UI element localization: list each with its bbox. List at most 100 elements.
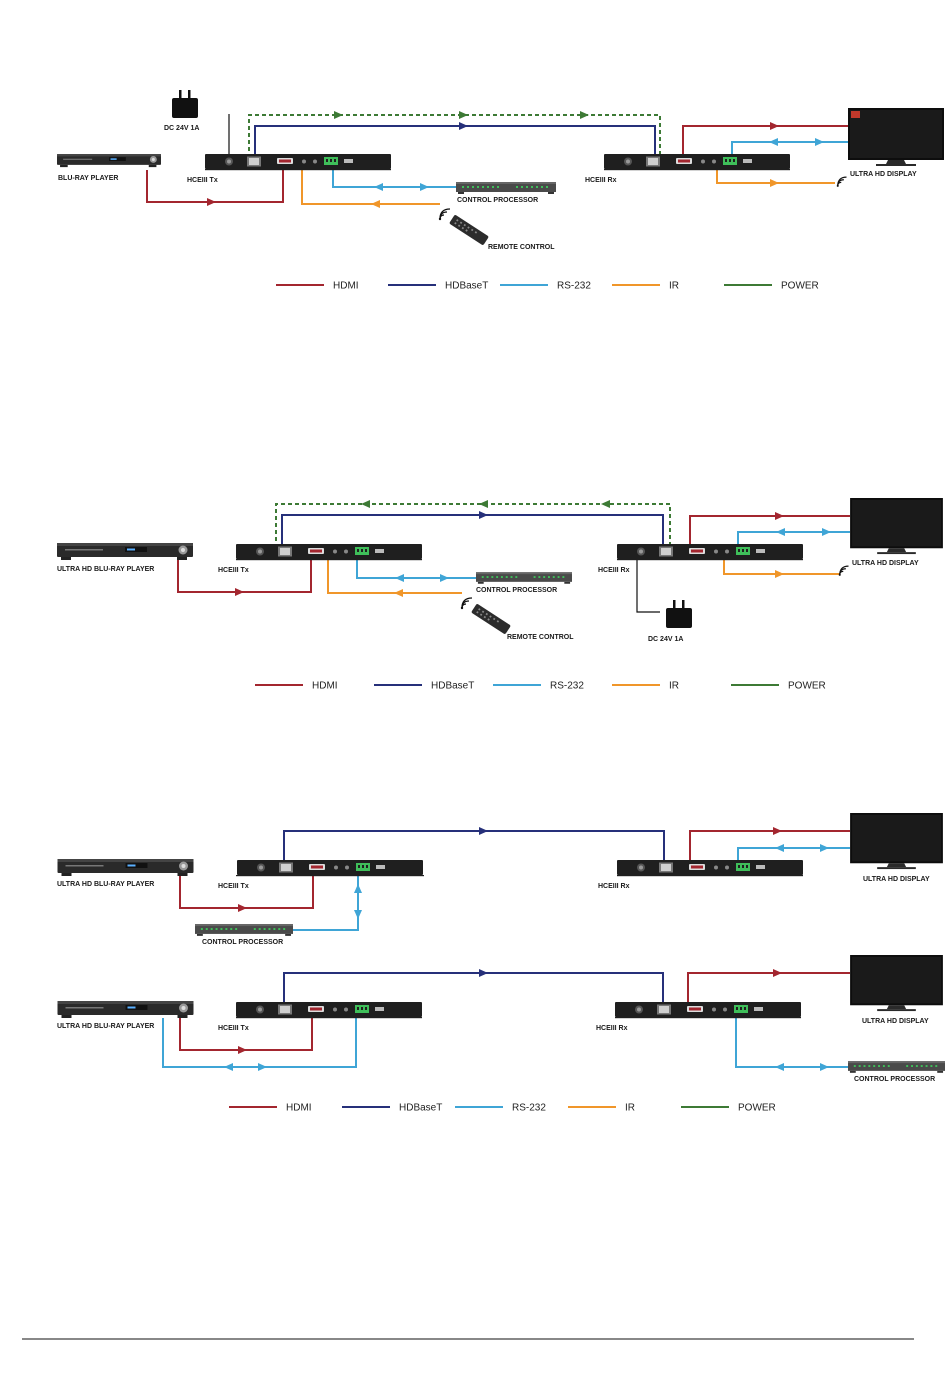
hdmi-cable-display	[687, 972, 850, 1007]
rs232-cable-tx	[162, 1014, 357, 1068]
psu-cable	[636, 560, 660, 613]
arrows-2	[235, 500, 831, 597]
diagram-1: DC 24V 1A BLU-RAY PLAYER HCEIII Tx HCEII…	[57, 90, 944, 292]
control-label: CONTROL PROCESSOR	[457, 197, 538, 204]
legend-label-hdbaset: HDBaseT	[445, 281, 488, 292]
control-label: CONTROL PROCESSOR	[854, 1076, 935, 1083]
tx-label: HCEIII Tx	[187, 177, 218, 184]
hdbaset-cable	[281, 514, 664, 548]
legend-label-power: POWER	[738, 1103, 776, 1114]
bluray-player-icon	[57, 1001, 194, 1018]
source-label: BLU-RAY PLAYER	[58, 175, 118, 182]
legend-label-power: POWER	[781, 281, 819, 292]
hdbaset-cable	[254, 125, 656, 158]
legend-label-ir: IR	[625, 1103, 635, 1114]
control-processor-icon	[456, 182, 556, 194]
legend-label-rs232: RS-232	[557, 281, 591, 292]
legend-label-ir: IR	[669, 281, 679, 292]
power-supply-icon	[172, 90, 198, 118]
display-icon	[850, 955, 943, 1012]
hdmi-cable-source	[179, 872, 314, 909]
legend-1: HDMI HDBaseT RS-232 IR POWER	[276, 281, 819, 292]
rs232-cable-rx	[731, 141, 848, 158]
hdmi-cable-display	[682, 125, 848, 158]
display-label: ULTRA HD DISPLAY	[862, 1018, 929, 1025]
control-processor-icon	[476, 572, 572, 584]
transmitter-icon	[205, 154, 391, 171]
ir-cable-rx	[716, 165, 835, 184]
control-processor-icon	[195, 924, 293, 936]
cables-3a	[179, 830, 850, 931]
display-icon	[850, 498, 943, 555]
legend-label-hdbaset: HDBaseT	[399, 1103, 442, 1114]
arrows-3a	[238, 827, 829, 919]
legend-label-rs232: RS-232	[550, 681, 584, 692]
legend-3: HDMI HDBaseT RS-232 IR POWER	[229, 1103, 776, 1114]
legend-label-ir: IR	[669, 681, 679, 692]
ir-wave-icon	[836, 176, 848, 188]
bluray-player-icon	[57, 543, 193, 560]
display-label: ULTRA HD DISPLAY	[850, 171, 917, 178]
display-icon	[850, 813, 943, 870]
rx-label: HCEIII Rx	[585, 177, 617, 184]
source-label: ULTRA HD BLU-RAY PLAYER	[57, 881, 154, 888]
transmitter-icon	[236, 1002, 422, 1019]
tx-label: HCEIII Tx	[218, 883, 249, 890]
diagram-3a: ULTRA HD BLU-RAY PLAYER HCEIII Tx HCEIII…	[57, 813, 943, 946]
remote-label: REMOTE CONTROL	[488, 244, 555, 251]
cables-2	[177, 503, 850, 613]
power-cable	[275, 503, 671, 548]
control-label: CONTROL PROCESSOR	[476, 587, 557, 594]
rs232-cable-rx	[737, 531, 850, 548]
rx-label: HCEIII Rx	[598, 883, 630, 890]
ir-wave-icon	[460, 597, 473, 610]
hdmi-cable-source	[179, 1014, 313, 1051]
legend-label-hdmi: HDMI	[286, 1103, 312, 1114]
rs232-cable-rx	[737, 847, 850, 865]
receiver-icon	[615, 1002, 801, 1019]
control-processor-icon	[848, 1061, 945, 1073]
tx-label: HCEIII Tx	[218, 1025, 249, 1032]
rx-label: HCEIII Rx	[596, 1025, 628, 1032]
ir-wave-icon	[438, 208, 451, 221]
display-icon	[848, 108, 944, 166]
remote-control-icon	[471, 603, 511, 635]
legend-label-power: POWER	[788, 681, 826, 692]
rs232-cable-tx	[332, 165, 456, 188]
transmitter-icon	[236, 860, 424, 877]
receiver-icon	[617, 860, 803, 877]
remote-control-icon	[449, 214, 489, 246]
ir-cable-tx	[327, 556, 462, 594]
rs232-cable-tx	[356, 556, 476, 579]
hdmi-cable-display	[689, 830, 850, 865]
cables-3b	[162, 972, 850, 1068]
legend-label-hdmi: HDMI	[312, 681, 338, 692]
rs232-cable-tx	[293, 872, 359, 931]
bluray-player-icon	[57, 154, 161, 168]
bluray-player-icon	[57, 859, 194, 876]
control-label: CONTROL PROCESSOR	[202, 939, 283, 946]
psu-label: DC 24V 1A	[164, 125, 199, 132]
hdbaset-cable	[283, 830, 665, 865]
ir-cable-rx	[723, 556, 840, 575]
hdbaset-cable	[283, 972, 664, 1007]
power-supply-icon	[666, 600, 692, 628]
remote-label: REMOTE CONTROL	[507, 634, 574, 641]
diagram-2: ULTRA HD BLU-RAY PLAYER HCEIII Tx HCEIII…	[57, 498, 943, 692]
psu-label: DC 24V 1A	[648, 636, 683, 643]
arrows-1	[207, 111, 824, 208]
ir-wave-icon	[838, 565, 850, 577]
tx-label: HCEIII Tx	[218, 567, 249, 574]
transmitter-icon	[236, 544, 422, 561]
hdmi-cable-source	[177, 556, 312, 593]
hdmi-cable-display	[689, 515, 850, 548]
rs232-cable-rx	[735, 1014, 848, 1068]
power-cable	[248, 114, 661, 158]
legend-label-rs232: RS-232	[512, 1103, 546, 1114]
ir-cable-tx	[301, 165, 440, 205]
display-logo-icon	[851, 111, 860, 118]
legend-label-hdmi: HDMI	[333, 281, 359, 292]
diagram-3b: ULTRA HD BLU-RAY PLAYER HCEIII Tx HCEIII…	[57, 955, 945, 1114]
